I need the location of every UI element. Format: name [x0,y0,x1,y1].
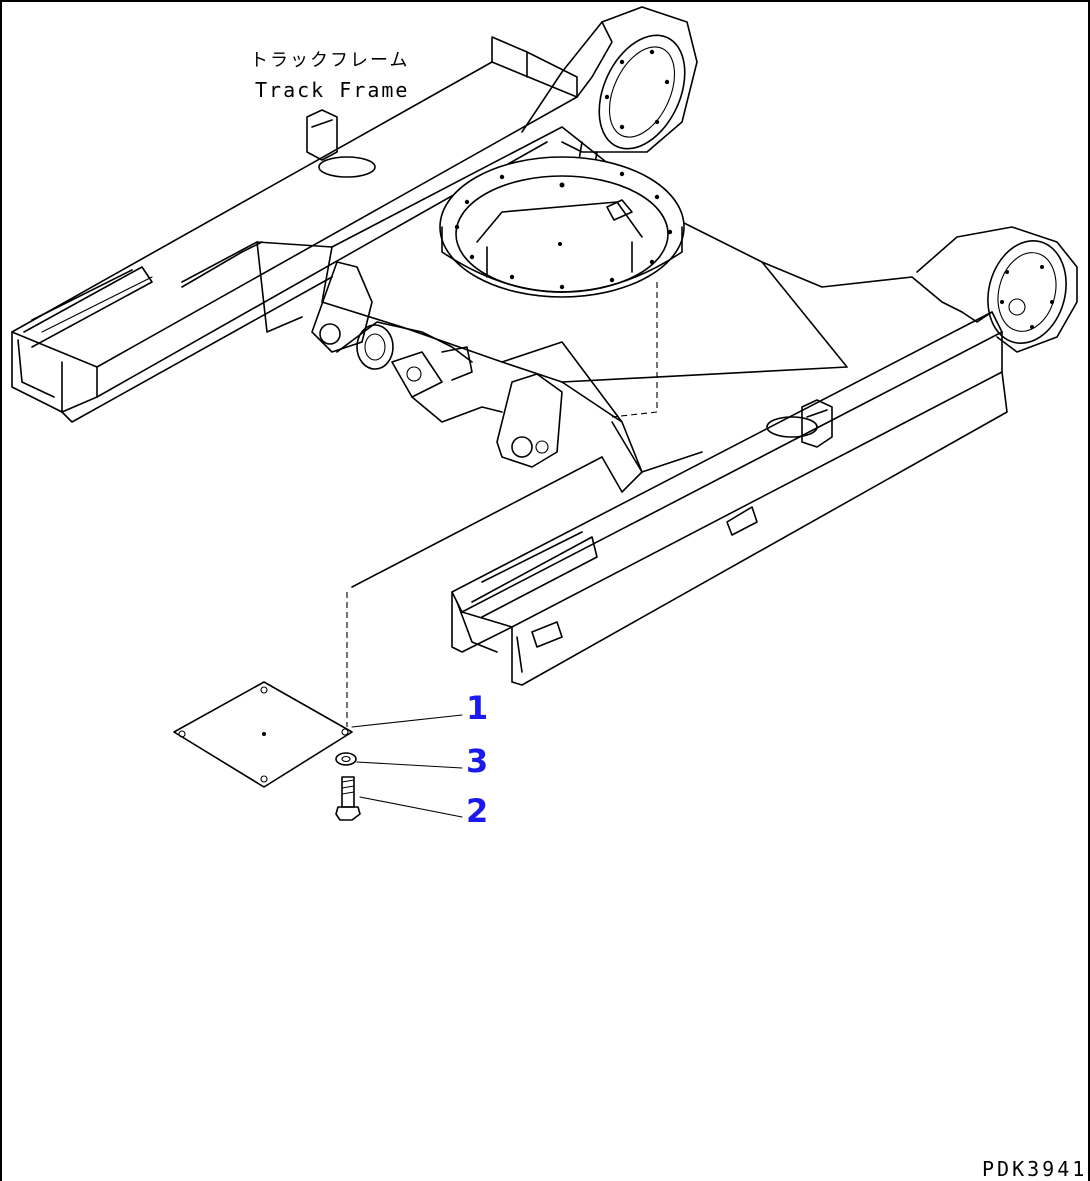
center-frame [181,126,963,727]
drawing-code: PDK3941 [982,1157,1088,1181]
part-2-bolt [335,776,361,821]
callout-3: 3 [466,742,489,780]
leader-lines [351,714,463,818]
callout-1: 1 [466,689,489,727]
callout-2: 2 [466,792,489,830]
part-3-washer [335,752,357,766]
right-side-frame [451,311,1008,686]
track-frame-label-jp: トラックフレーム [250,50,410,71]
blade-brackets [311,261,563,468]
rear-housing [521,6,698,181]
track-frame-label-en: Track Frame [255,78,410,102]
left-side-frame [11,36,578,423]
front-housing [916,226,1078,353]
part-1-cover-plate [173,681,353,788]
